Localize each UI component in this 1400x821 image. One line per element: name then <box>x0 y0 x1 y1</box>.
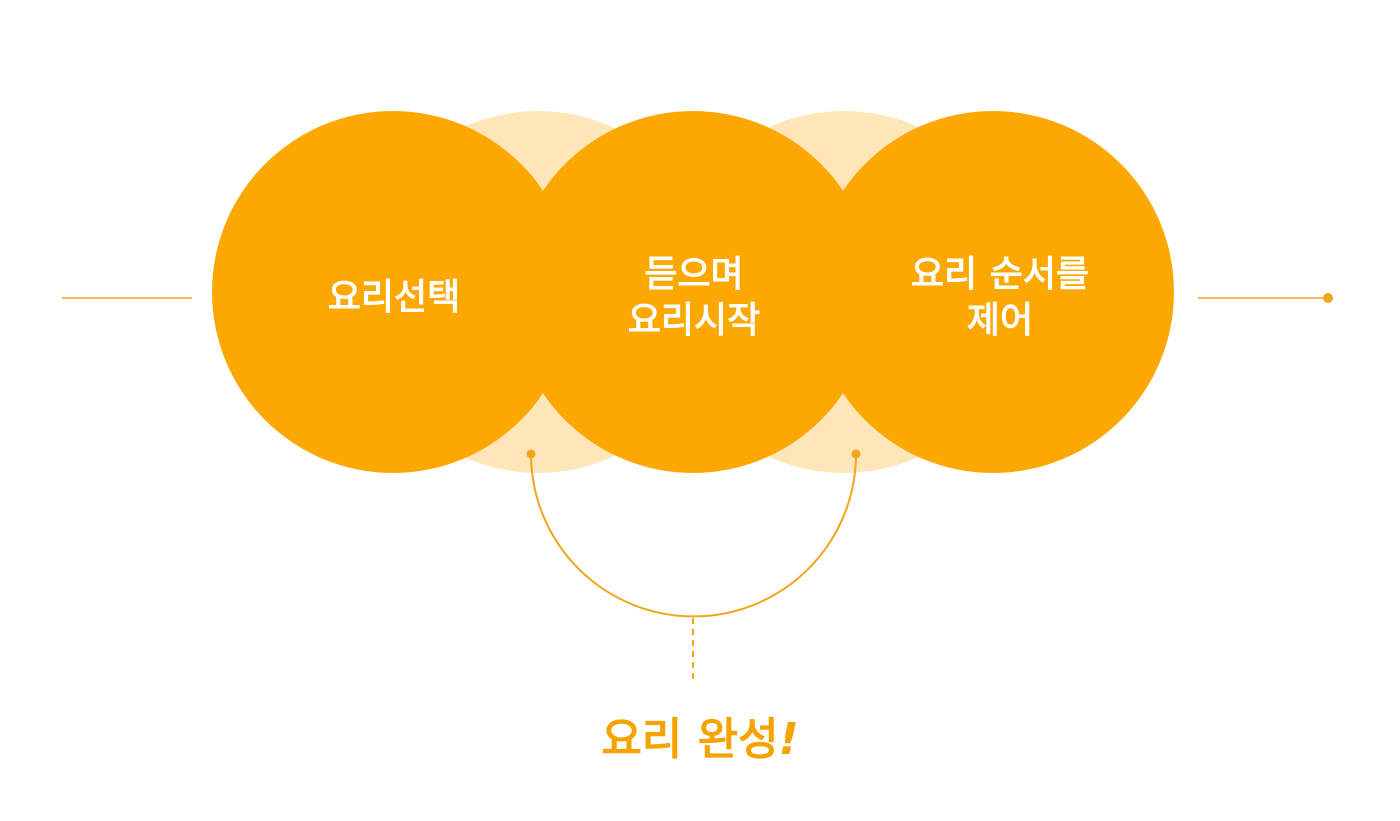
result-label: 요리 완성! <box>480 712 920 768</box>
step-label-select: 요리선택 <box>327 277 461 318</box>
step-circle-2 <box>512 111 874 473</box>
result-text: 요리 완성 <box>601 714 779 765</box>
arc-dot-left <box>526 449 536 459</box>
step-label-start: 듣으며 요리시작 <box>627 254 761 341</box>
step-circle-1 <box>212 111 574 473</box>
right-connector-dot <box>1323 293 1333 303</box>
arc-dot-right <box>851 449 861 459</box>
result-arc <box>530 453 857 618</box>
step-label-control: 요리 순서를 제어 <box>910 254 1090 341</box>
step-circle-3 <box>812 111 1174 473</box>
result-exclamation: ! <box>778 714 799 765</box>
